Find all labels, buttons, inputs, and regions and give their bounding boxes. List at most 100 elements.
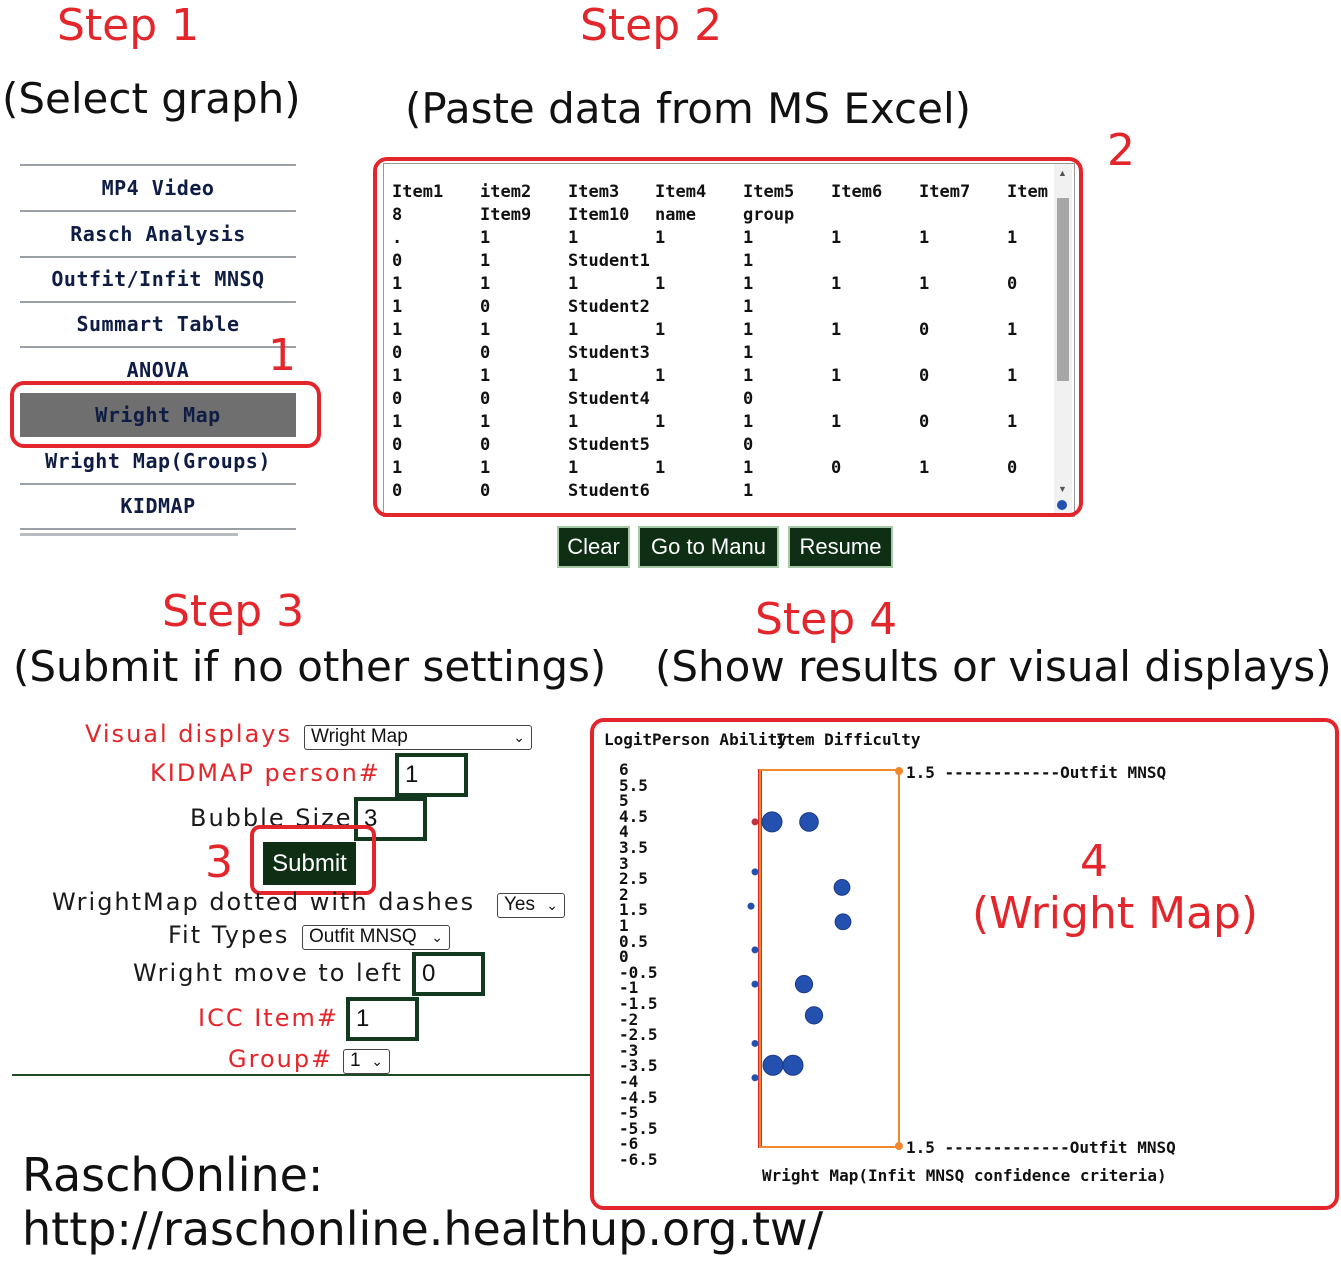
go-to-manu-button[interactable]: Go to Manu (638, 526, 779, 568)
marker-4: 4 (1080, 836, 1108, 887)
textarea-cell: 1 (743, 412, 754, 432)
menu-item-outfit-infit[interactable]: Outfit/Infit MNSQ (51, 267, 265, 291)
textarea-cell: name (655, 205, 696, 225)
textarea-cell: 0 (480, 481, 491, 501)
menu-item-mp4-video[interactable]: MP4 Video (101, 176, 215, 200)
textarea-cell: 0 (743, 389, 754, 409)
textarea-cell: Student5 (568, 435, 650, 455)
textarea-cell: 1 (480, 366, 491, 386)
outfit-top-label: 1.5 ------------Outfit MNSQ (906, 763, 1167, 782)
chevron-down-icon: ⌄ (431, 929, 443, 945)
wrightmap-dotted-label: WrightMap dotted with dashes (52, 888, 476, 916)
textarea-scrollbar[interactable]: ▲ ▼ (1054, 164, 1072, 514)
menu-item-kidmap[interactable]: KIDMAP (120, 494, 196, 518)
textarea-cell: 1 (568, 228, 579, 248)
icc-item-input[interactable]: 1 (346, 997, 419, 1041)
form-divider (12, 1074, 590, 1076)
textarea-cell: 1 (392, 297, 403, 317)
highlight-wright-map (10, 381, 321, 448)
item-bubble (794, 975, 814, 994)
textarea-cell: 1 (480, 228, 491, 248)
textarea-cell: Item4 (655, 182, 707, 202)
clear-button[interactable]: Clear (557, 526, 630, 568)
textarea-cell: 1 (919, 228, 930, 248)
menu-item-rasch-analysis[interactable]: Rasch Analysis (70, 222, 246, 246)
highlight-submit (250, 825, 376, 895)
menu-divider (20, 528, 296, 530)
textarea-cell: 1 (831, 228, 842, 248)
logit-tick-label: -1.5 (619, 994, 658, 1013)
item-bubble (762, 1054, 784, 1076)
submit-button[interactable]: Submit (263, 842, 356, 885)
menu-divider (20, 301, 296, 303)
logit-tick-label: -2.5 (619, 1025, 658, 1045)
textarea-cell: 1 (743, 458, 754, 478)
kidmap-person-input[interactable]: 1 (395, 753, 468, 797)
menu-item-wright-map[interactable]: Wright Map (20, 393, 296, 437)
scroll-down-icon[interactable]: ▼ (1058, 484, 1067, 494)
group-select[interactable]: 1 ⌄ (343, 1049, 390, 1074)
textarea-cell: . (392, 228, 403, 248)
wrightmap-dotted-select[interactable]: Yes ⌄ (497, 893, 565, 918)
scrollbar-thumb[interactable] (1057, 198, 1069, 381)
menu-divider (20, 210, 296, 212)
textarea-cell: 1 (568, 320, 579, 340)
logit-tick-label: -4.5 (619, 1087, 658, 1107)
resume-button[interactable]: Resume (788, 526, 893, 568)
wright-map-caption: Wright Map(Infit MNSQ confidence criteri… (762, 1166, 1167, 1185)
textarea-cell: 1 (392, 274, 403, 294)
logit-tick-label: 6 (619, 760, 629, 779)
item-bubble (761, 811, 783, 833)
textarea-cell: Student4 (568, 389, 650, 409)
textarea-cell: 0 (392, 251, 403, 271)
menu-item-anova[interactable]: ANOVA (126, 358, 190, 382)
person-point (747, 902, 755, 910)
textarea-cell: 0 (480, 389, 491, 409)
chevron-down-icon: ⌄ (513, 729, 525, 745)
scroll-up-icon[interactable]: ▲ (1058, 168, 1067, 178)
menu-item-summary-table[interactable]: Summart Table (76, 312, 240, 336)
fit-types-label: Fit Types (168, 921, 290, 949)
textarea-cell: item2 (480, 182, 532, 202)
textarea-cell: 0 (480, 297, 491, 317)
logit-tick-label: 5.5 (619, 775, 648, 795)
textarea-cell: group (743, 205, 795, 225)
step1-subtitle: (Select graph) (2, 74, 301, 123)
textarea-cell: 0 (1007, 274, 1018, 294)
wright-move-left-label: Wright move to left (133, 959, 403, 987)
textarea-cell: 1 (392, 320, 403, 340)
textarea-cell: 1 (655, 320, 666, 340)
resize-handle-icon[interactable] (1057, 500, 1067, 510)
logit-tick-label: 5 (619, 791, 629, 811)
textarea-cell: 1 (655, 366, 666, 386)
visual-displays-select[interactable]: Wright Map ⌄ (304, 725, 532, 750)
textarea-cell: 1 (568, 274, 579, 294)
textarea-cell: 1 (1007, 366, 1018, 386)
logit-tick-label: -5 (619, 1103, 639, 1123)
textarea-cell: 0 (743, 435, 754, 455)
footer-url[interactable]: http://raschonline.healthup.org.tw/ (22, 1202, 824, 1256)
chevron-down-icon: ⌄ (371, 1053, 383, 1069)
wright-move-left-input[interactable]: 0 (412, 952, 485, 996)
textarea-cell: 1 (743, 343, 754, 363)
textarea-cell: 1 (392, 458, 403, 478)
textarea-cell: 1 (655, 412, 666, 432)
textarea-cell: 0 (1007, 458, 1018, 478)
textarea-cell: 1 (480, 274, 491, 294)
kidmap-person-label: KIDMAP person# (150, 759, 381, 787)
step1-title: Step 1 (57, 0, 200, 51)
visual-displays-label: Visual displays (85, 720, 292, 748)
highlight-textarea (373, 157, 1083, 517)
menu-item-wright-map-groups[interactable]: Wright Map(Groups) (45, 449, 271, 473)
fit-types-select[interactable]: Outfit MNSQ ⌄ (302, 925, 450, 950)
textarea-cell: 1 (1007, 320, 1018, 340)
frame-corner-dot (895, 1142, 903, 1150)
textarea-cell: 1 (392, 366, 403, 386)
